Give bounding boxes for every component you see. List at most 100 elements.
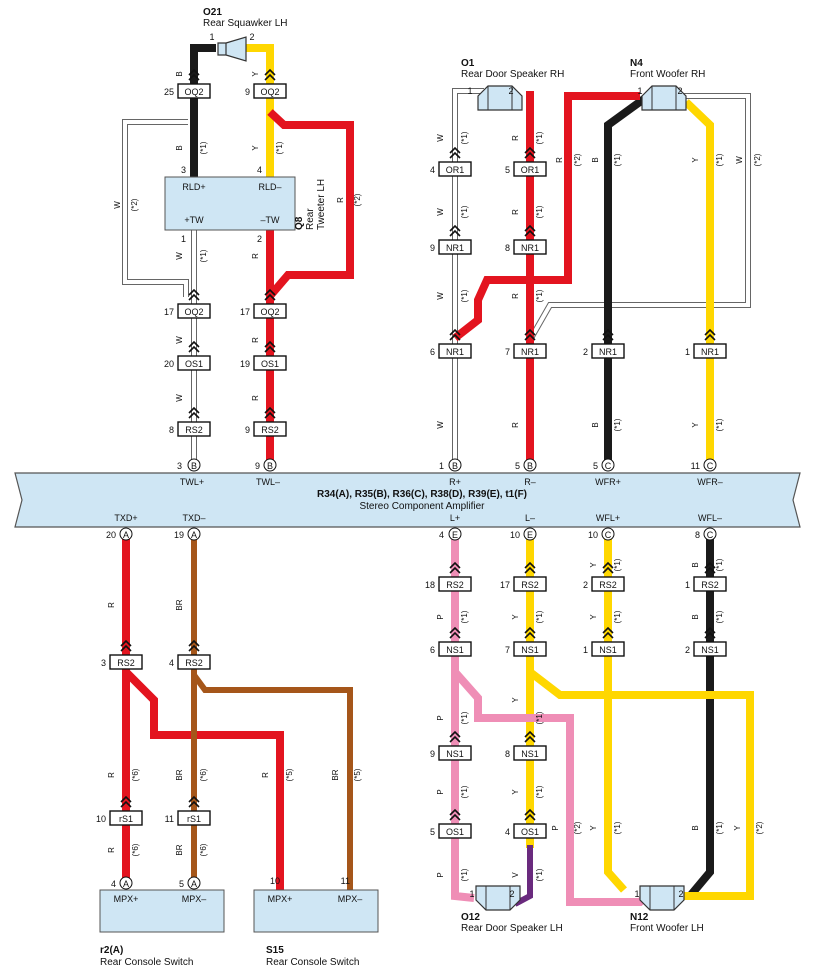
svg-text:NS1: NS1 xyxy=(521,645,539,655)
svg-text:C: C xyxy=(707,530,714,540)
svg-text:2: 2 xyxy=(685,645,690,655)
white-wires xyxy=(122,88,751,470)
wire-r-n4-to-o1 xyxy=(452,92,640,342)
svg-text:17: 17 xyxy=(500,580,510,590)
svg-text:11: 11 xyxy=(691,461,700,471)
svg-text:6: 6 xyxy=(430,645,435,655)
wire-color-label: R xyxy=(511,135,520,141)
svg-text:1: 1 xyxy=(469,889,474,899)
wire-b-n4-pin1 xyxy=(604,92,651,470)
wire-color-label: R xyxy=(511,422,520,428)
wire-note-label: (*1) xyxy=(199,249,208,262)
wire-r-rs2-to-s15 xyxy=(123,669,284,893)
svg-text:10: 10 xyxy=(510,530,520,540)
svg-text:11: 11 xyxy=(165,814,174,824)
amp-pin-wfl-plus: WFL+ 10 C xyxy=(588,513,620,541)
wire-color-label: P xyxy=(436,872,445,877)
wire-color-label: W xyxy=(175,336,184,344)
wire-p-l-plus xyxy=(451,538,475,902)
svg-text:OR1: OR1 xyxy=(521,165,540,175)
svg-text:RS2: RS2 xyxy=(599,580,617,590)
svg-text:1: 1 xyxy=(467,86,472,96)
svg-text:WFL–: WFL– xyxy=(698,513,722,523)
wire-note-label: (*1) xyxy=(613,558,622,571)
svg-text:N4: N4 xyxy=(630,58,643,69)
svg-text:9: 9 xyxy=(245,425,250,435)
svg-text:2: 2 xyxy=(677,86,682,96)
svg-text:TXD–: TXD– xyxy=(182,513,205,523)
svg-text:TWL+: TWL+ xyxy=(180,477,204,487)
svg-text:MPX+: MPX+ xyxy=(268,894,293,904)
svg-text:1: 1 xyxy=(685,580,690,590)
wire-note-label: (*1) xyxy=(535,711,544,724)
svg-text:8: 8 xyxy=(505,243,510,253)
wire-note-label: (*1) xyxy=(535,131,544,144)
wire-color-label: R xyxy=(511,209,520,215)
wire-note-label: (*5) xyxy=(353,768,362,781)
svg-text:17: 17 xyxy=(164,307,174,317)
wire-color-label: B xyxy=(175,145,184,150)
wire-color-label: BR xyxy=(331,769,340,780)
wire-color-label: Y xyxy=(733,825,742,831)
wire-color-label: R xyxy=(261,772,270,778)
svg-text:9: 9 xyxy=(430,243,435,253)
svg-text:2: 2 xyxy=(508,86,513,96)
wire-note-label: (*1) xyxy=(460,711,469,724)
wire-note-label: (*5) xyxy=(285,768,294,781)
svg-text:NR1: NR1 xyxy=(446,243,464,253)
svg-text:17: 17 xyxy=(240,307,250,317)
wire-color-label: B xyxy=(591,422,600,427)
r2a-rear-console-switch: MPX+ MPX– 4 A 5 A r2(A) Rear Console Swi… xyxy=(99,876,225,968)
svg-text:2: 2 xyxy=(509,889,514,899)
svg-text:MPX–: MPX– xyxy=(182,894,207,904)
svg-text:1: 1 xyxy=(634,889,639,899)
svg-text:Rear Door Speaker RH: Rear Door Speaker RH xyxy=(461,69,564,80)
wire-b-n12-pin2 xyxy=(686,538,714,899)
wire-note-label: (*1) xyxy=(535,610,544,623)
svg-text:L+: L+ xyxy=(450,513,460,523)
svg-text:5: 5 xyxy=(430,827,435,837)
svg-text:OQ2: OQ2 xyxy=(260,307,279,317)
svg-text:B: B xyxy=(452,461,458,471)
wire-color-label: R xyxy=(555,157,564,163)
wire-note-label: (*1) xyxy=(460,785,469,798)
wire-color-label: Y xyxy=(251,145,260,151)
wire-note-label: (*1) xyxy=(613,418,622,431)
svg-text:1: 1 xyxy=(583,645,588,655)
wire-note-label: (*1) xyxy=(613,821,622,834)
wire-note-label: (*1) xyxy=(535,868,544,881)
svg-text:Rear Squawker LH: Rear Squawker LH xyxy=(203,18,287,29)
svg-text:Rear: Rear xyxy=(305,208,316,230)
svg-text:OS1: OS1 xyxy=(185,359,203,369)
wire-color-label: Y xyxy=(691,422,700,428)
svg-text:3: 3 xyxy=(101,658,106,668)
wire-note-label: (*2) xyxy=(753,153,762,166)
svg-text:10: 10 xyxy=(96,814,106,824)
amp-pin-twl-minus: 9 B TWL– xyxy=(255,458,280,487)
wire-color-label: W xyxy=(175,394,184,402)
svg-text:5: 5 xyxy=(593,461,598,471)
wire-color-label: B xyxy=(691,825,700,830)
amp-pin-wfr-minus: 11 C WFR– xyxy=(691,458,723,487)
svg-text:4: 4 xyxy=(439,530,444,540)
wire-b-o21-pin1 xyxy=(190,44,216,177)
svg-text:S15: S15 xyxy=(266,945,284,956)
wire-color-label: P xyxy=(436,789,445,794)
svg-text:4: 4 xyxy=(505,827,510,837)
svg-text:O1: O1 xyxy=(461,58,475,69)
svg-text:RS2: RS2 xyxy=(117,658,135,668)
svg-text:2: 2 xyxy=(257,234,262,244)
svg-text:–TW: –TW xyxy=(261,215,281,225)
